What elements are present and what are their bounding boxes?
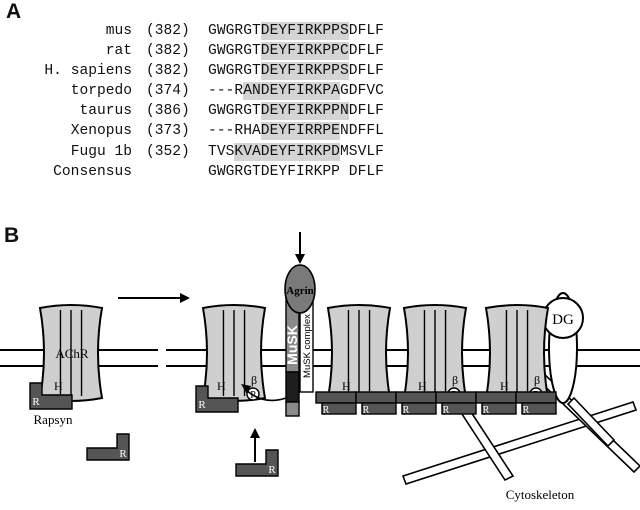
- rapsyn-r-label: R: [443, 405, 450, 416]
- rapsyn-block: R: [515, 391, 557, 416]
- sequence: GWGRGTDEYFIRKPP DFLF: [208, 164, 384, 180]
- rapsyn-r-label: R: [523, 405, 530, 416]
- rapsyn-r-label: R: [198, 399, 206, 411]
- species-name: mus: [105, 23, 132, 39]
- panel-b-label: B: [4, 224, 20, 247]
- sequence: GWGRGTDEYFIRKPPNDFLF: [208, 102, 384, 120]
- alignment-row: Xenopus (373) ---RHADEYFIRRPENDFFL: [0, 122, 640, 140]
- rapsyn-block: R: [435, 391, 477, 416]
- rapsyn-block: R: [235, 449, 279, 477]
- h-subunit-label: H: [500, 379, 509, 393]
- sequence-alignment: mus (382) GWGRGTDEYFIRKPPSDFLF rat (382) GWGR…: [0, 20, 640, 190]
- phosphorylation-arrow: [241, 384, 287, 402]
- recruitment-arrow: [250, 428, 260, 462]
- rapsyn-block: R: [195, 385, 239, 413]
- musk-label: MuSK: [284, 325, 300, 365]
- acetylcholine-receptor: HβP: [402, 304, 468, 402]
- rapsyn-block: R: [355, 391, 397, 416]
- residue-position: (352): [146, 144, 190, 160]
- residue-position: (374): [146, 83, 190, 99]
- sequence: GWGRGTDEYFIRKPPSDFLF: [208, 62, 384, 80]
- sequence: TVSKVADEYFIRKPDMSVLF: [208, 143, 384, 161]
- h-subunit-label: H: [54, 379, 63, 393]
- achr-label: AChR: [55, 346, 89, 361]
- cytoskeleton-label: Cytoskeleton: [506, 487, 575, 502]
- rapsyn-r-label: R: [119, 448, 127, 460]
- h-subunit-label: H: [418, 379, 427, 393]
- alignment-row: Consensus GWGRGTDEYFIRKPP DFLF: [0, 163, 640, 181]
- species-name: Fugu 1b: [70, 144, 132, 160]
- acetylcholine-receptor: H: [326, 304, 392, 402]
- species-name: Xenopus: [70, 123, 132, 139]
- panel-a-label: A: [6, 0, 22, 23]
- musk-complex-label: MuSK complex: [302, 314, 313, 378]
- h-subunit-label: H: [217, 379, 226, 393]
- translocation-arrow: [118, 293, 190, 303]
- alignment-row: Fugu 1b (352) TVSKVADEYFIRKPDMSVLF: [0, 143, 640, 161]
- species-name: H. sapiens: [44, 63, 132, 79]
- acetylcholine-receptor: H: [38, 304, 104, 402]
- alignment-row: rat (382) GWGRGTDEYFIRKPPCDFLF: [0, 42, 640, 60]
- agrin-label: Agrin: [286, 285, 314, 297]
- rapsyn-label: Rapsyn: [34, 412, 74, 427]
- residue-position: (382): [146, 23, 190, 39]
- species-name: rat: [105, 43, 132, 59]
- agrin: [284, 264, 316, 314]
- dg-label: DG: [552, 312, 574, 328]
- residue-position: (373): [146, 123, 190, 139]
- beta-subunit-label: β: [251, 373, 257, 387]
- beta-subunit-label: β: [452, 373, 458, 387]
- alignment-row: H. sapiens (382) GWGRGTDEYFIRKPPSDFLF: [0, 62, 640, 80]
- sequence: GWGRGTDEYFIRKPPSDFLF: [208, 22, 384, 40]
- h-subunit-label: H: [342, 379, 351, 393]
- rapsyn-r-label: R: [323, 405, 330, 416]
- rapsyn-block: R: [395, 391, 437, 416]
- rapsyn-block: R: [29, 382, 73, 410]
- rapsyn-r-label: R: [32, 396, 40, 408]
- sequence: GWGRGTDEYFIRKPPCDFLF: [208, 42, 384, 60]
- alignment-row: torpedo (374) ---RANDEYFIRKPAGDFVC: [0, 82, 640, 100]
- rapsyn-block: R: [475, 391, 517, 416]
- alignment-row: mus (382) GWGRGTDEYFIRKPPSDFLF: [0, 22, 640, 40]
- rapsyn-r-label: R: [403, 405, 410, 416]
- residue-position: (382): [146, 43, 190, 59]
- residue-position: (386): [146, 103, 190, 119]
- achr-group: HHβPHHβPHβP: [38, 304, 550, 402]
- residue-position: (382): [146, 63, 190, 79]
- species-name: taurus: [79, 103, 132, 119]
- musk-kinase: [285, 371, 300, 403]
- beta-subunit-label: β: [534, 373, 540, 387]
- rapsyn-r-label: R: [268, 464, 276, 476]
- species-name: torpedo: [70, 83, 132, 99]
- dystroglycan: [542, 292, 584, 404]
- sequence: ---RANDEYFIRKPAGDFVC: [208, 82, 384, 100]
- sequence: ---RHADEYFIRRPENDFFL: [208, 122, 384, 140]
- rapsyn-block: R: [86, 433, 130, 461]
- rapsyn-block: R: [315, 391, 357, 416]
- musk-complex: [284, 232, 316, 417]
- species-name: Consensus: [53, 164, 132, 180]
- rapsyn-r-label: R: [483, 405, 490, 416]
- acetylcholine-receptor: HβP: [484, 304, 550, 402]
- alignment-row: taurus (386) GWGRGTDEYFIRKPPNDFLF: [0, 102, 640, 120]
- rapsyn-r-label: R: [363, 405, 370, 416]
- rapsyn-group: R R R R R R R R R R: [29, 382, 557, 477]
